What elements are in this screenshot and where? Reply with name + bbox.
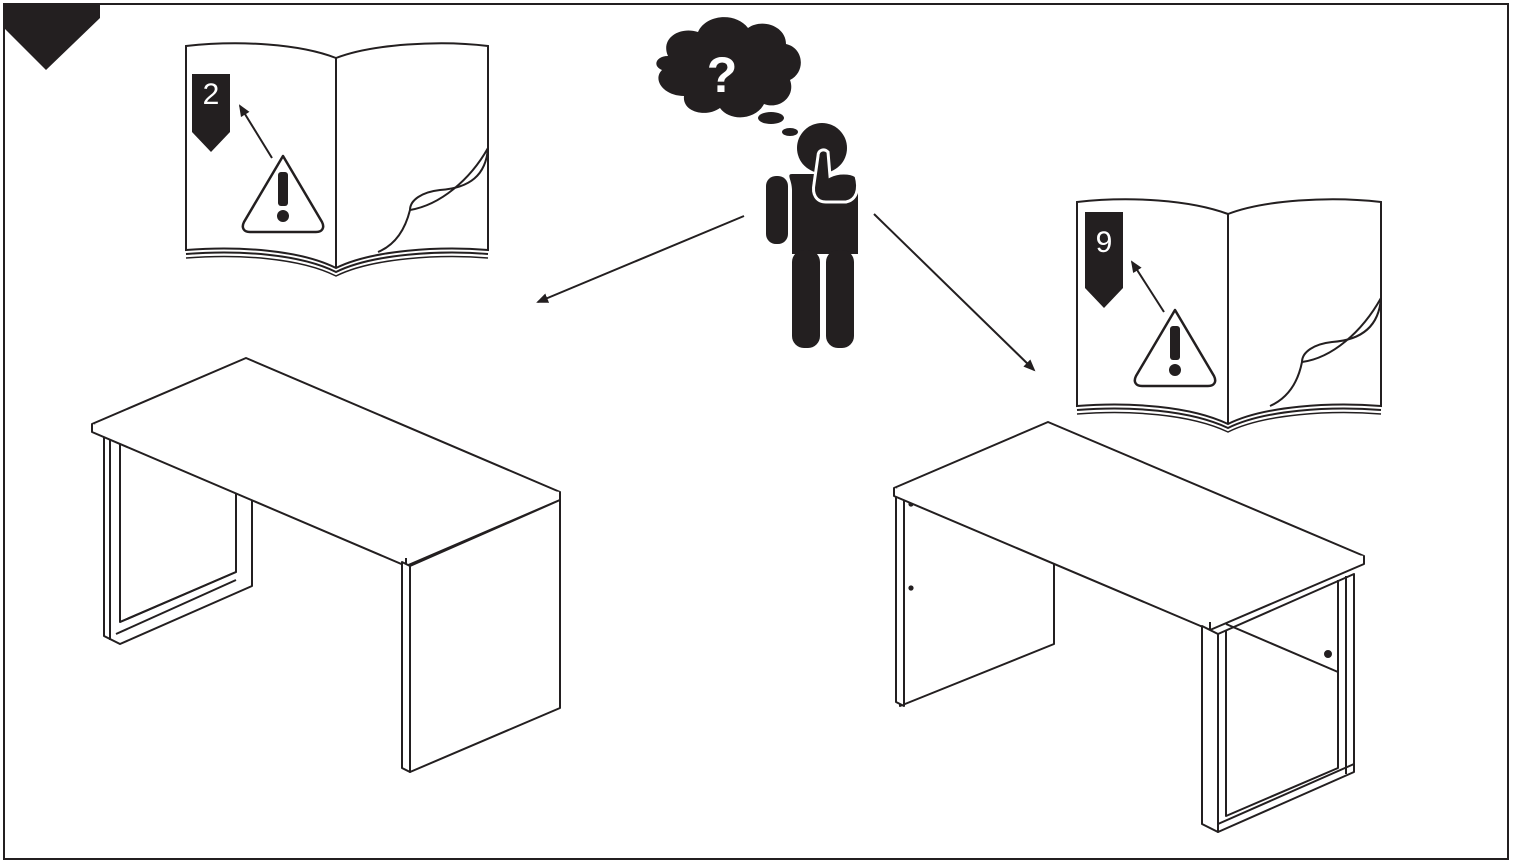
page-number-label: 9 [1096, 226, 1113, 259]
bookmark-icon [1085, 212, 1123, 308]
desk-icon [893, 421, 1365, 833]
question-mark-label: ? [707, 47, 738, 103]
desk-icon [91, 357, 561, 773]
manual-book-right: 9 [1076, 198, 1382, 433]
corner-marker-icon [4, 4, 100, 70]
manual-book-left: 2 [185, 42, 489, 277]
arrow-icon [536, 215, 745, 303]
arrow-icon [873, 213, 1036, 372]
person-thinking-icon [766, 123, 860, 348]
arrow-icon [1130, 260, 1165, 313]
bookmark-icon [192, 74, 230, 152]
thought-bubble-icon: ? [656, 17, 801, 136]
arrow-icon [238, 104, 273, 159]
page-number-label: 2 [203, 78, 220, 111]
page-border [3, 3, 1509, 860]
